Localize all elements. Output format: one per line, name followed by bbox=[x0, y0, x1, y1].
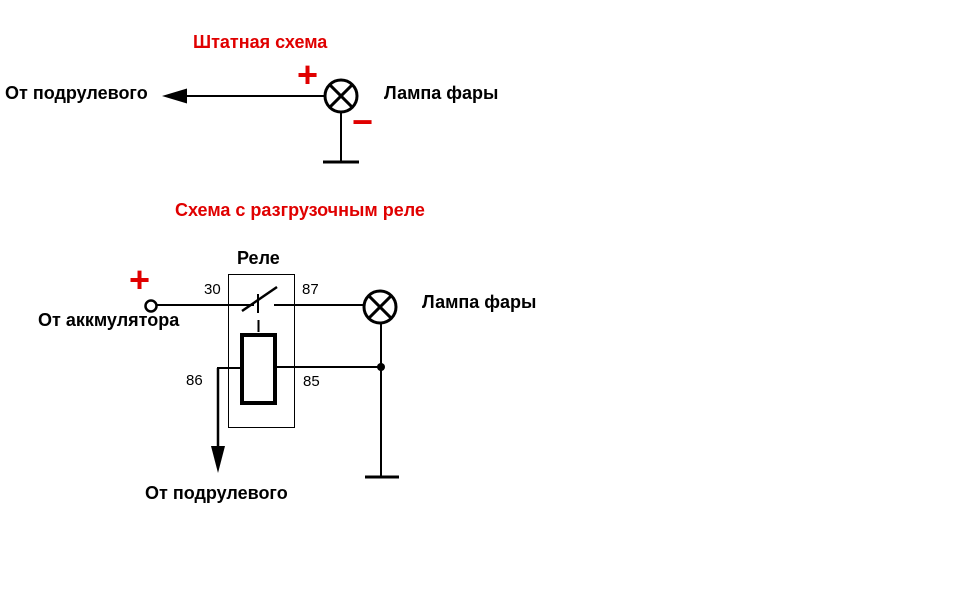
battery-terminal-icon bbox=[144, 299, 158, 313]
terminal-85-label: 85 bbox=[303, 373, 320, 390]
relay-scheme-diagram bbox=[144, 274, 399, 479]
relay-box bbox=[228, 274, 295, 428]
relay-label: Реле bbox=[237, 248, 280, 268]
lamp-icon bbox=[323, 78, 359, 114]
minus-sign: − bbox=[352, 101, 374, 142]
arrow-left-icon bbox=[162, 88, 187, 104]
relay-source-label: От подрулевого bbox=[145, 483, 288, 503]
arrow-down-icon bbox=[211, 446, 225, 473]
relay-scheme-title: Схема с разгрузочным реле bbox=[175, 200, 425, 220]
terminal-87-label: 87 bbox=[302, 281, 319, 298]
plus-sign: + bbox=[129, 259, 151, 300]
battery-source-label: От аккмулятора bbox=[38, 310, 180, 330]
terminal-30-label: 30 bbox=[204, 281, 221, 298]
relay-coil-icon bbox=[240, 333, 277, 405]
standard-lamp-label: Лампа фары bbox=[384, 83, 499, 103]
relay-switch-icon bbox=[241, 285, 278, 332]
relay-lamp-label: Лампа фары bbox=[422, 292, 537, 312]
standard-scheme-title: Штатная схема bbox=[193, 32, 328, 52]
terminal-86-label: 86 bbox=[186, 372, 203, 389]
lamp-icon bbox=[362, 289, 398, 325]
standard-scheme-diagram bbox=[162, 78, 359, 164]
standard-source-label: От подрулевого bbox=[5, 83, 148, 103]
plus-sign: + bbox=[297, 54, 319, 95]
